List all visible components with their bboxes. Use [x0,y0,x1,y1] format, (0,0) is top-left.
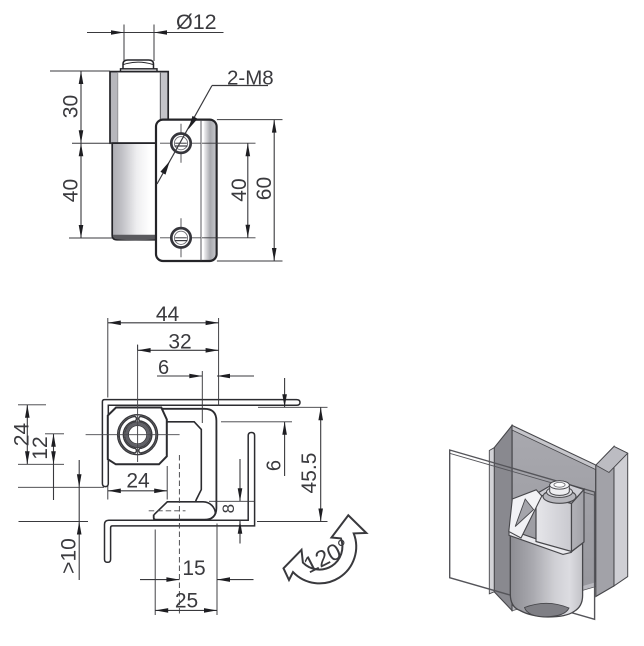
svg-text:40: 40 [228,178,251,201]
svg-text:>10: >10 [58,538,81,574]
svg-text:44: 44 [156,303,180,326]
svg-text:40: 40 [60,179,83,202]
svg-text:45.5: 45.5 [298,453,321,494]
svg-text:24: 24 [126,470,150,493]
svg-text:Ø12: Ø12 [176,10,217,34]
svg-text:30: 30 [60,95,83,118]
svg-text:12: 12 [29,436,52,459]
svg-text:6: 6 [264,460,286,471]
svg-text:8: 8 [219,504,238,513]
svg-text:32: 32 [168,331,191,354]
svg-text:6: 6 [158,357,169,379]
svg-text:25: 25 [175,590,198,613]
svg-text:2-M8: 2-M8 [227,67,274,90]
svg-text:24: 24 [11,423,34,447]
svg-text:15: 15 [182,557,205,580]
svg-text:60: 60 [253,177,276,200]
